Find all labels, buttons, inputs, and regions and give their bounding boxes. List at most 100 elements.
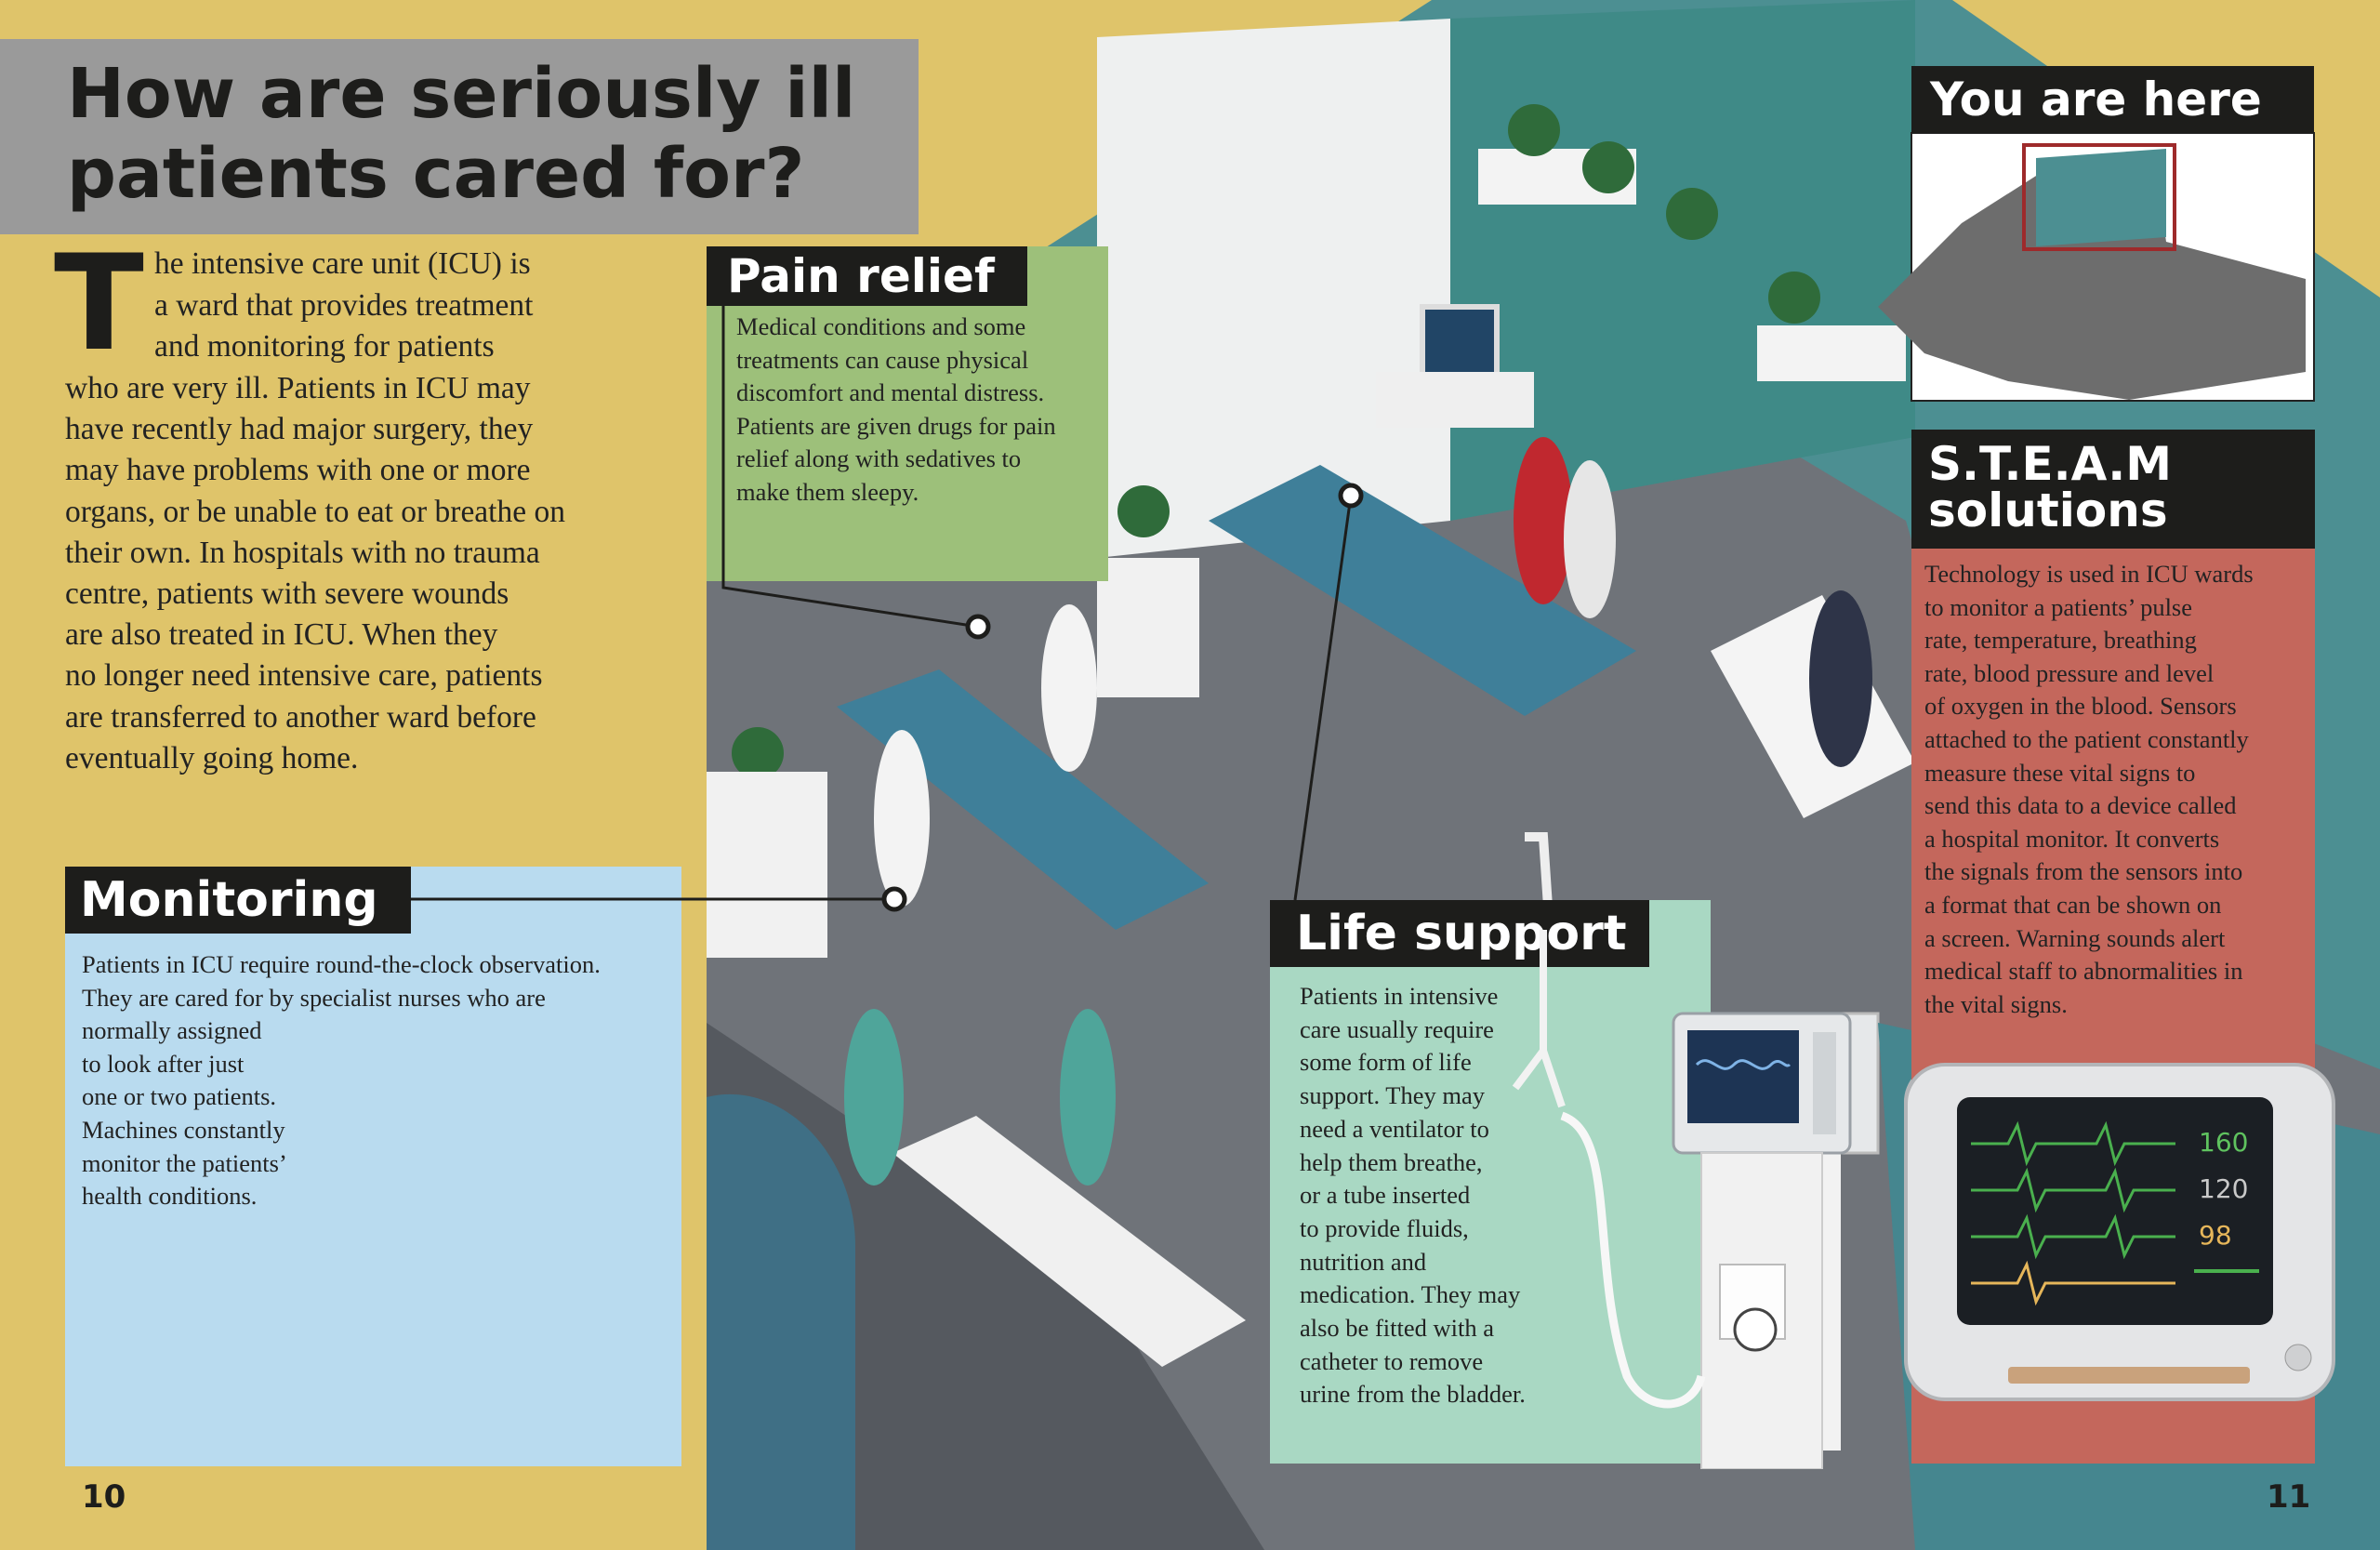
- monitoring-text: Patients in ICU require round-the-clock …: [82, 948, 601, 1213]
- nurse-figure: [1041, 604, 1097, 772]
- steam-heading-line: S.T.E.A.M: [1928, 437, 2173, 491]
- life-support-line: some form of life: [1300, 1048, 1472, 1077]
- monitoring-line: Patients in ICU require round-the-clock …: [82, 950, 601, 978]
- location-marker: [2022, 143, 2176, 251]
- steam-line: the vital signs.: [1924, 989, 2068, 1018]
- bedside-monitor: [1420, 304, 1500, 384]
- steam-line: measure these vital signs to: [1924, 758, 2196, 787]
- nurse-figure: [844, 1009, 904, 1186]
- life-support-line: support. They may: [1300, 1081, 1485, 1110]
- life-support-heading: Life support: [1270, 900, 1649, 967]
- page-number-left: 10: [82, 1478, 126, 1516]
- ventilator-gauge: [1733, 1307, 1778, 1352]
- intro-line: their own. In hospitals with no trauma: [65, 535, 540, 570]
- you-are-here-heading: You are here: [1911, 66, 2314, 133]
- ecg-trace: [1971, 1260, 2175, 1306]
- steam-line: send this data to a device called: [1924, 791, 2237, 820]
- hospital-bed: [837, 669, 1209, 930]
- life-support-line: help them breathe,: [1300, 1147, 1483, 1176]
- intro-line: no longer need intensive care, patients: [65, 658, 543, 694]
- steam-heading-line: solutions: [1928, 484, 2168, 537]
- pain-relief-line: relief along with sedatives to: [736, 444, 1022, 472]
- hospital-bed: [892, 1116, 1246, 1367]
- intro-first-lines: he intensive care unit (ICU) is a ward t…: [154, 244, 533, 368]
- pain-relief-line: Patients are given drugs for pain: [736, 411, 1056, 440]
- life-support-text: Patients in intensive care usually requi…: [1300, 980, 1526, 1411]
- life-support-line: medication. They may: [1300, 1280, 1521, 1309]
- monitor-reading-pulse: 160: [2199, 1127, 2249, 1158]
- intro-line: organs, or be unable to eat or breathe o…: [65, 494, 565, 529]
- steam-heading: S.T.E.A.M solutions: [1911, 430, 2315, 549]
- monitor-reading-oxygen: 98: [2199, 1220, 2232, 1251]
- pain-relief-text: Medical conditions and some treatments c…: [736, 311, 1056, 509]
- pain-relief-line: treatments can cause physical: [736, 345, 1029, 374]
- life-support-panel: [1270, 900, 1711, 1464]
- ventilator-controls: [1813, 1032, 1836, 1134]
- life-support-line: need a ventilator to: [1300, 1114, 1489, 1143]
- ventilator-waveform: [1695, 1059, 1792, 1070]
- intro-dropcap: T: [54, 227, 144, 380]
- steam-line: a screen. Warning sounds alert: [1924, 923, 2226, 952]
- hospital-monitor-illustration: [1904, 1063, 2335, 1401]
- hospital-bed: [1209, 465, 1636, 716]
- side-table: [1097, 558, 1199, 697]
- monitor-buttons: [2008, 1367, 2250, 1384]
- intro-line: are also treated in ICU. When they: [65, 617, 498, 653]
- intro-line: and monitoring for patients: [154, 329, 495, 364]
- visitor-figure: [1564, 460, 1616, 618]
- steam-line: Technology is used in ICU wards: [1924, 560, 2254, 588]
- monitor-screen: [1957, 1097, 2273, 1325]
- visitor-figure: [1514, 437, 1573, 604]
- white-wall: [1097, 19, 1450, 558]
- intro-line: may have problems with one or more: [65, 453, 531, 488]
- steam-line: rate, blood pressure and level: [1924, 658, 2215, 687]
- life-support-line: urine from the bladder.: [1300, 1380, 1526, 1409]
- plant: [1666, 188, 1718, 240]
- pain-relief-line: make them sleepy.: [736, 477, 919, 506]
- page-title-line: patients cared for?: [67, 134, 805, 214]
- nurse-figure: [874, 730, 930, 907]
- ecg-trace: [1971, 1120, 2175, 1167]
- monitoring-line: Machines constantly: [82, 1115, 285, 1144]
- steam-line: attached to the patient constantly: [1924, 724, 2249, 753]
- intro-paragraph: who are very ill. Patients in ICU may ha…: [65, 368, 565, 779]
- life-support-line: nutrition and: [1300, 1247, 1427, 1276]
- nurse-figure: [1060, 1009, 1116, 1186]
- life-support-line: catheter to remove: [1300, 1346, 1484, 1375]
- monitoring-line: health conditions.: [82, 1182, 258, 1211]
- plant: [1508, 104, 1560, 156]
- monitor-knob: [2284, 1344, 2312, 1371]
- ventilator-tube: [1560, 1111, 1706, 1409]
- steam-line: of oxygen in the blood. Sensors: [1924, 692, 2237, 721]
- ecg-trace: [1971, 1213, 2175, 1260]
- page-number-right: 11: [2267, 1478, 2311, 1516]
- steam-line: rate, temperature, breathing: [1924, 626, 2197, 655]
- plant: [1117, 485, 1170, 537]
- page-title: How are seriously ill patients cared for…: [67, 54, 855, 214]
- page-title-line: How are seriously ill: [67, 54, 856, 134]
- monitoring-line: normally assigned: [82, 1016, 262, 1045]
- pain-relief-pointer: [721, 306, 979, 629]
- life-support-line: also be fitted with a: [1300, 1314, 1494, 1343]
- life-support-pointer-dot: [1338, 483, 1364, 509]
- intro-line: are transferred to another ward before: [65, 699, 536, 735]
- pain-relief-line: discomfort and mental distress.: [736, 378, 1045, 406]
- steam-line: a hospital monitor. It converts: [1924, 824, 2220, 853]
- title-box: [0, 39, 919, 234]
- side-table: [707, 772, 827, 958]
- ventilator-arm: [1512, 930, 1566, 1108]
- steam-text: Technology is used in ICU wards to monit…: [1924, 558, 2254, 1021]
- monitoring-heading: Monitoring: [65, 867, 411, 934]
- plant: [1582, 141, 1634, 193]
- intro-line: a ward that provides treatment: [154, 287, 534, 323]
- intro-line: eventually going home.: [65, 740, 359, 775]
- intro-line: who are very ill. Patients in ICU may: [65, 371, 531, 405]
- monitoring-line: one or two patients.: [82, 1082, 277, 1111]
- pain-relief-heading: Pain relief: [707, 246, 1027, 306]
- intro-line: he intensive care unit (ICU) is: [154, 246, 531, 281]
- intro-line: have recently had major surgery, they: [65, 412, 534, 447]
- monitor-reading-pressure: 120: [2199, 1173, 2249, 1204]
- visitor-figure: [1809, 590, 1872, 767]
